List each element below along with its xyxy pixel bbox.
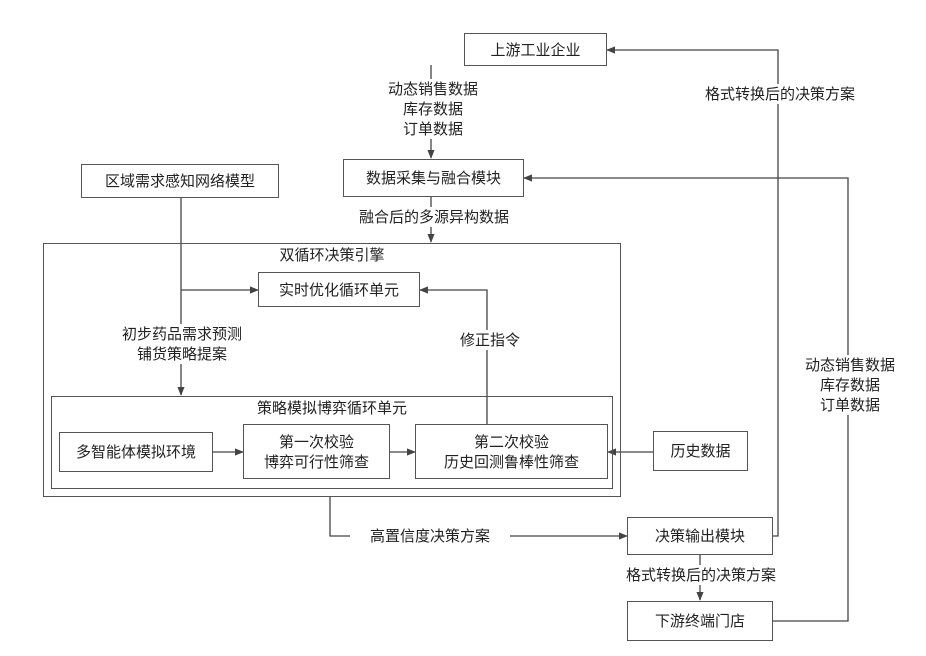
label-fused-data: 融合后的多源异构数据: [343, 207, 525, 227]
history-text: 历史数据: [670, 441, 730, 461]
downstream-box: 下游终端门店: [627, 601, 773, 641]
multi-agent-text: 多智能体模拟环境: [76, 442, 196, 462]
label-formatted-top: 格式转换后的决策方案: [686, 84, 874, 104]
check2-box: 第二次校验 历史回测鲁棒性筛查: [415, 424, 608, 479]
upstream-text: 上游工业企业: [490, 40, 580, 60]
regional-model-box: 区域需求感知网络模型: [81, 164, 279, 198]
realtime-unit-box: 实时优化循环单元: [258, 272, 420, 307]
history-box: 历史数据: [653, 431, 748, 471]
label-upstream-data-2: 库存数据: [372, 99, 494, 119]
label-forecast-1: 初步药品需求预测: [102, 324, 262, 344]
upstream-box: 上游工业企业: [464, 33, 607, 66]
label-forecast: 初步药品需求预测 铺货策略提案: [100, 324, 264, 364]
multi-agent-box: 多智能体模拟环境: [59, 432, 213, 472]
label-upstream-data-1: 动态销售数据: [372, 79, 494, 99]
label-formatted-bottom: 格式转换后的决策方案: [607, 565, 795, 585]
label-downstream-data-1: 动态销售数据: [791, 355, 909, 375]
data-fusion-text: 数据采集与融合模块: [366, 168, 501, 188]
label-upstream-data: 动态销售数据 库存数据 订单数据: [370, 79, 496, 139]
label-upstream-data-3: 订单数据: [372, 119, 494, 139]
label-downstream-data-3: 订单数据: [791, 395, 909, 415]
game-unit-title: 策略模拟博弈循环单元: [230, 398, 434, 418]
realtime-unit-text: 实时优化循环单元: [279, 280, 399, 300]
decision-output-text: 决策输出模块: [655, 526, 745, 546]
label-high-confidence: 高置信度决策方案: [350, 526, 510, 546]
label-forecast-2: 铺货策略提案: [102, 344, 262, 364]
check2-line2: 历史回测鲁棒性筛查: [444, 452, 579, 472]
data-fusion-box: 数据采集与融合模块: [343, 159, 524, 197]
check1-box: 第一次校验 博弈可行性筛查: [243, 424, 390, 479]
label-correction: 修正指令: [451, 330, 529, 350]
decision-output-box: 决策输出模块: [627, 517, 773, 555]
regional-model-text: 区域需求感知网络模型: [105, 171, 255, 191]
label-downstream-data: 动态销售数据 库存数据 订单数据: [789, 355, 911, 415]
check2-line1: 第二次校验: [474, 432, 549, 452]
label-downstream-data-2: 库存数据: [791, 375, 909, 395]
engine-title: 双循环决策引擎: [260, 245, 404, 265]
check1-line1: 第一次校验: [279, 432, 354, 452]
downstream-text: 下游终端门店: [655, 611, 745, 631]
check1-line2: 博弈可行性筛查: [264, 452, 369, 472]
